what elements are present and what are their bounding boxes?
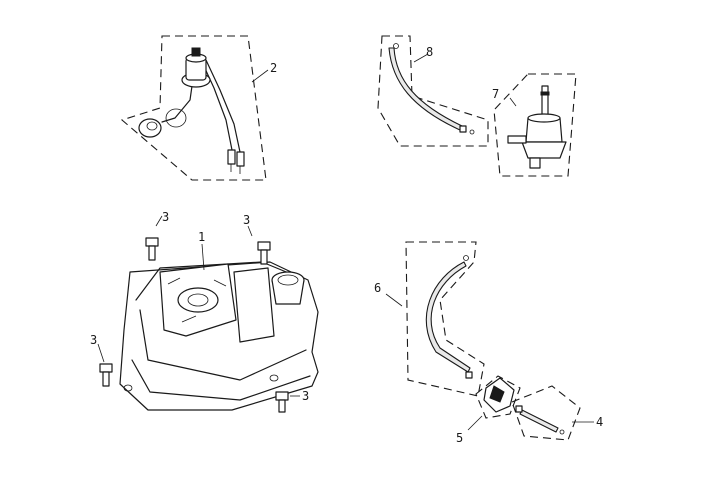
fuel-gauge-sender-group: 2 [120, 35, 277, 181]
fuel-hose-b-group: 4 [511, 385, 603, 441]
callout-label: 5 [456, 431, 463, 445]
bolt: 3 [90, 333, 113, 387]
callout-label: 2 [270, 61, 277, 75]
fuel-tank-group: 1 3 3 3 3 [90, 210, 319, 413]
sender-dashed-frame [120, 35, 267, 181]
vacuum-hose-dashed-frame [377, 35, 489, 147]
callout-label: 6 [374, 281, 381, 295]
callout-label: 3 [243, 213, 250, 227]
hose-a-dashed-frame [405, 241, 485, 397]
bolt: 3 [275, 389, 309, 413]
bolt: 3 [145, 210, 169, 261]
valve-dashed-frame [493, 73, 577, 177]
fuel-filter-group: 5 [456, 375, 521, 445]
callout-label: 3 [302, 389, 309, 403]
hose-b-dashed-frame [511, 385, 581, 441]
callout-label: 1 [198, 230, 205, 244]
bolt: 3 [243, 213, 271, 265]
callout-label: 4 [596, 415, 603, 429]
fuel-hose-a-group: 6 [374, 241, 485, 397]
callout-label: 8 [426, 45, 433, 59]
callout-label: 3 [90, 333, 97, 347]
callout-label: 7 [492, 87, 499, 101]
vacuum-hose-group: 8 [377, 35, 489, 147]
callout-label: 3 [162, 210, 169, 224]
fuel-valve-group: 7 [492, 73, 577, 177]
